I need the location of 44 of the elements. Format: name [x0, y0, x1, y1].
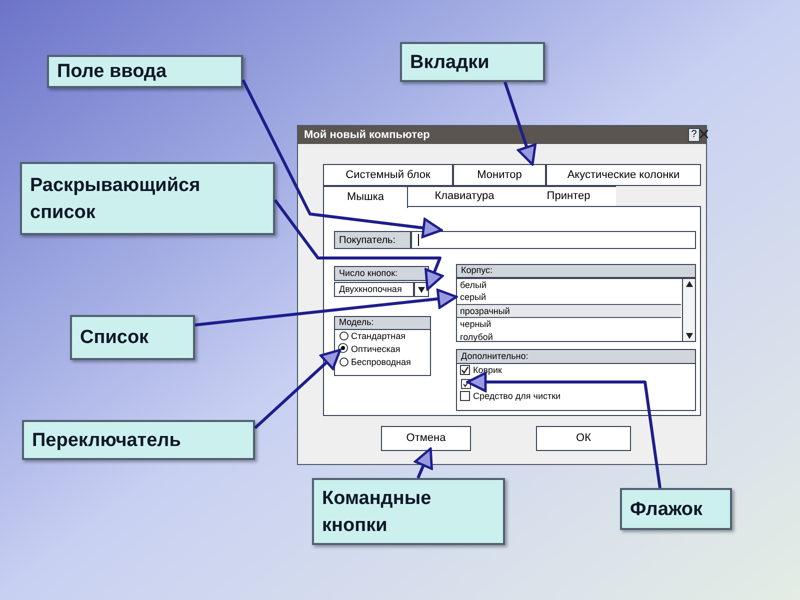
group-label: Модель:	[334, 316, 431, 330]
group-label: Корпус:	[456, 264, 696, 278]
list-item: черный	[459, 318, 492, 331]
list-item: серый	[459, 291, 488, 304]
tab: Акустические колонки	[546, 164, 701, 186]
cancel-button: Отмена	[381, 426, 471, 451]
list-item: прозрачный	[457, 304, 681, 318]
pointer-arrow	[242, 79, 443, 238]
tab: Принтер	[521, 186, 616, 206]
pointer-arrow	[466, 372, 662, 488]
pointer-arrow	[504, 82, 537, 166]
callout-box: Раскрывающийся список	[20, 162, 275, 235]
tab: Мышка	[323, 186, 408, 208]
callout-box: Список	[70, 315, 195, 360]
tab: Клавиатура	[408, 186, 521, 206]
pointer-arrow	[194, 288, 458, 326]
pointer-arrow	[414, 447, 433, 479]
callout-box: Флажок	[620, 488, 732, 530]
list-box	[456, 278, 696, 342]
dialog-window	[297, 125, 707, 465]
radio-label: Стандартная	[351, 330, 407, 343]
group-label: Число кнопок:	[334, 266, 429, 281]
radio-label: Беспроводная	[351, 356, 412, 369]
group-label: Дополнительно:	[457, 350, 695, 364]
help-button: ?	[688, 128, 700, 142]
pointer-arrow	[254, 348, 342, 430]
callout-box: Переключатель	[22, 420, 255, 460]
tab: Монитор	[453, 164, 546, 186]
pointer-arrow	[274, 199, 444, 291]
list-item: голубой	[459, 330, 494, 344]
callout-box: Вкладки	[400, 42, 545, 82]
dropdown-value: Двухкнопочная	[334, 282, 414, 297]
tab: Системный блок	[323, 164, 453, 186]
callout-box: Командные кнопки	[312, 478, 505, 545]
radio-label: Оптическая	[351, 343, 402, 356]
list-item: белый	[459, 279, 488, 292]
window-title: Мой новый компьютер	[304, 128, 430, 143]
field-label: Покупатель:	[334, 231, 411, 249]
input-field	[411, 231, 696, 249]
ok-button: ОК	[536, 426, 631, 451]
checkbox-label: Коврик	[473, 364, 503, 377]
callout-box: Поле ввода	[47, 55, 243, 88]
checkbox-label: Средство для чистки	[473, 390, 562, 403]
group-box	[456, 349, 696, 411]
